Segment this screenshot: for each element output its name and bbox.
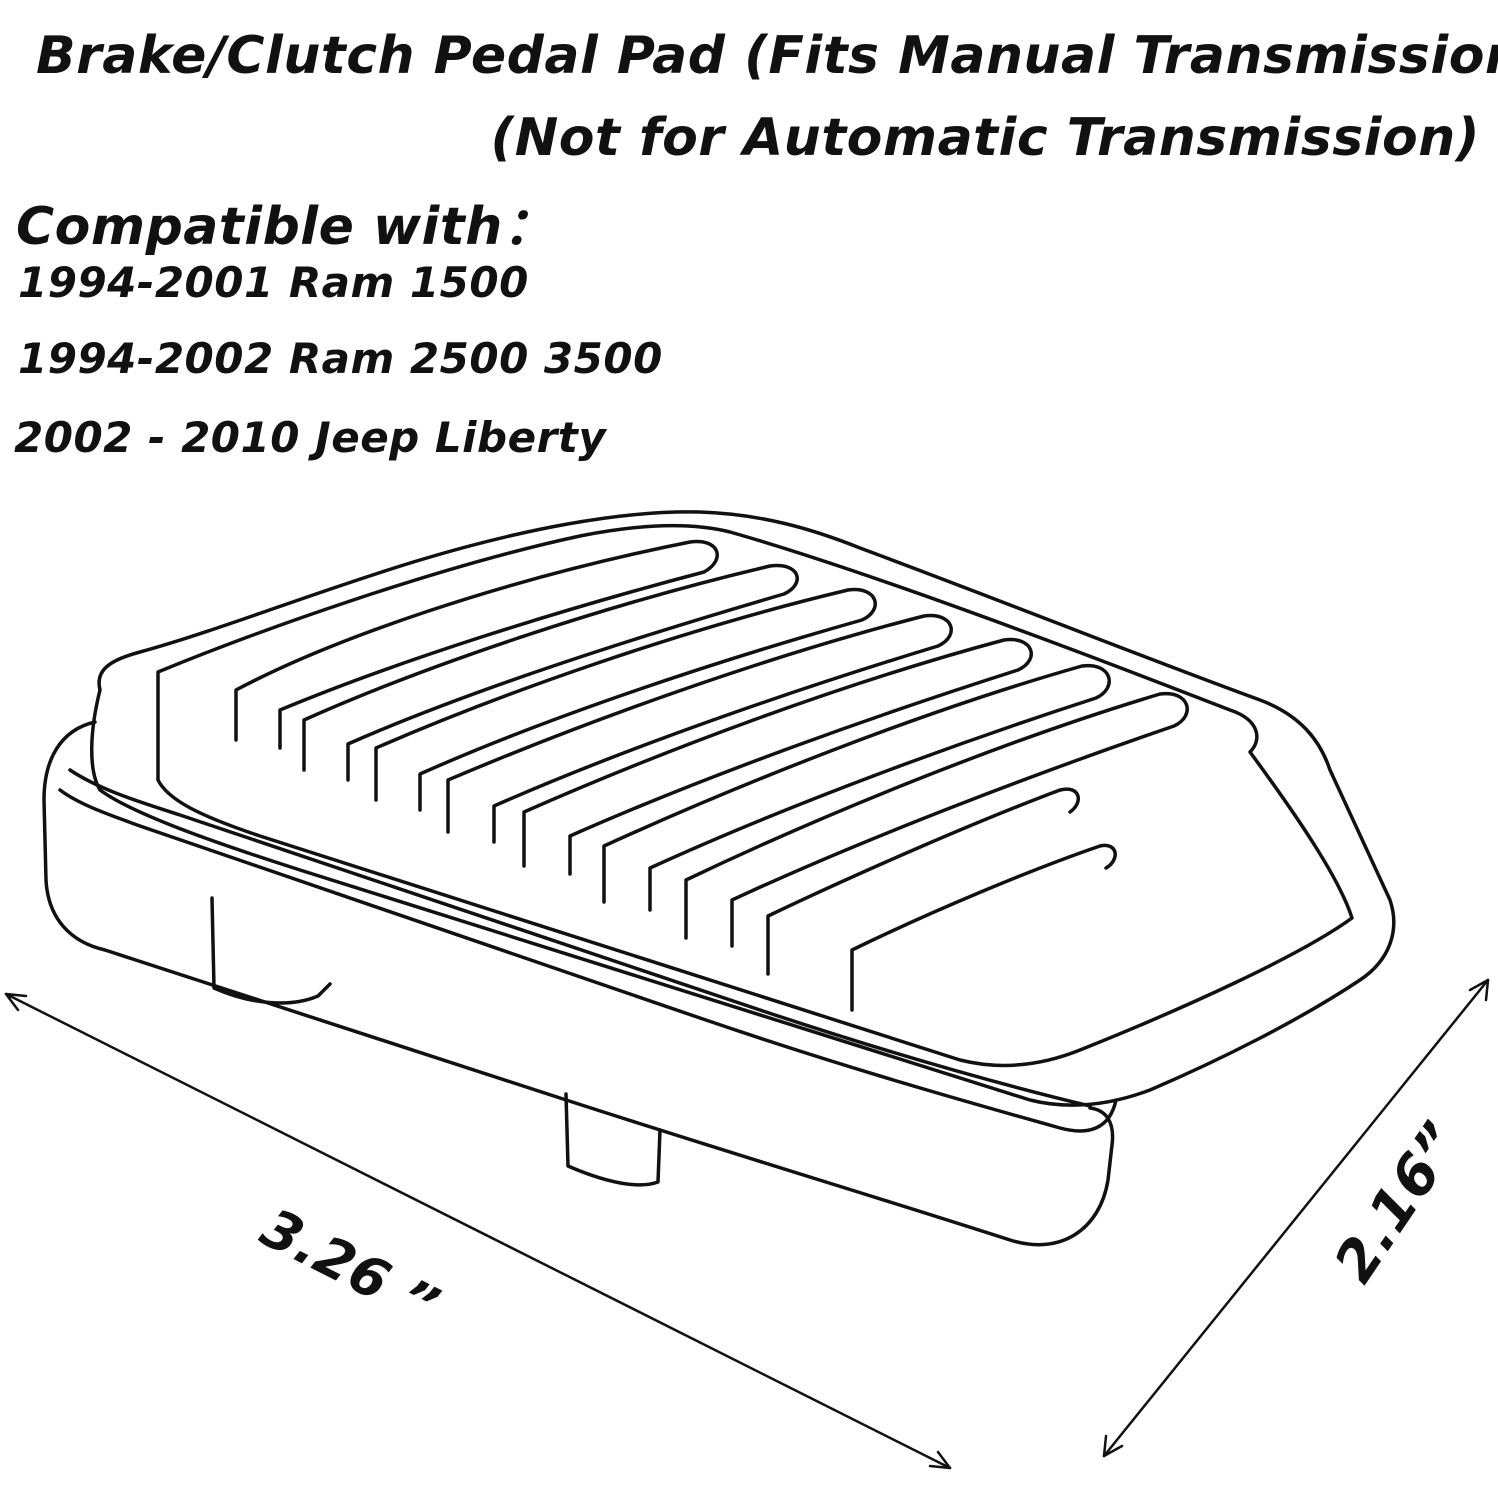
title-line-1: Brake/Clutch Pedal Pad (Fits Manual Tran…	[36, 26, 1498, 86]
pad-base-lip-inner	[68, 768, 1092, 1108]
compatibility-item: 1994-2001 Ram 1500	[18, 258, 529, 307]
dimension-length-arrow	[4, 992, 952, 1470]
pad-mount-tab-center	[564, 1092, 662, 1187]
pad-base-outline	[42, 720, 1115, 1247]
compatibility-item: 2002 - 2010 Jeep Liberty	[14, 413, 607, 462]
compatibility-item: 1994-2002 Ram 2500 3500	[18, 334, 663, 383]
pad-mount-tab-left	[210, 896, 332, 1005]
pad-recess	[156, 523, 1354, 1068]
pad-base-lip	[58, 788, 1118, 1133]
pad-ribs	[234, 539, 1189, 1012]
title-line-2: (Not for Automatic Transmission)	[490, 108, 1480, 168]
pad-top-rim	[90, 510, 1396, 1107]
dimension-width-arrow	[1102, 978, 1490, 1458]
compatibility-heading: Compatible with：	[16, 197, 556, 257]
